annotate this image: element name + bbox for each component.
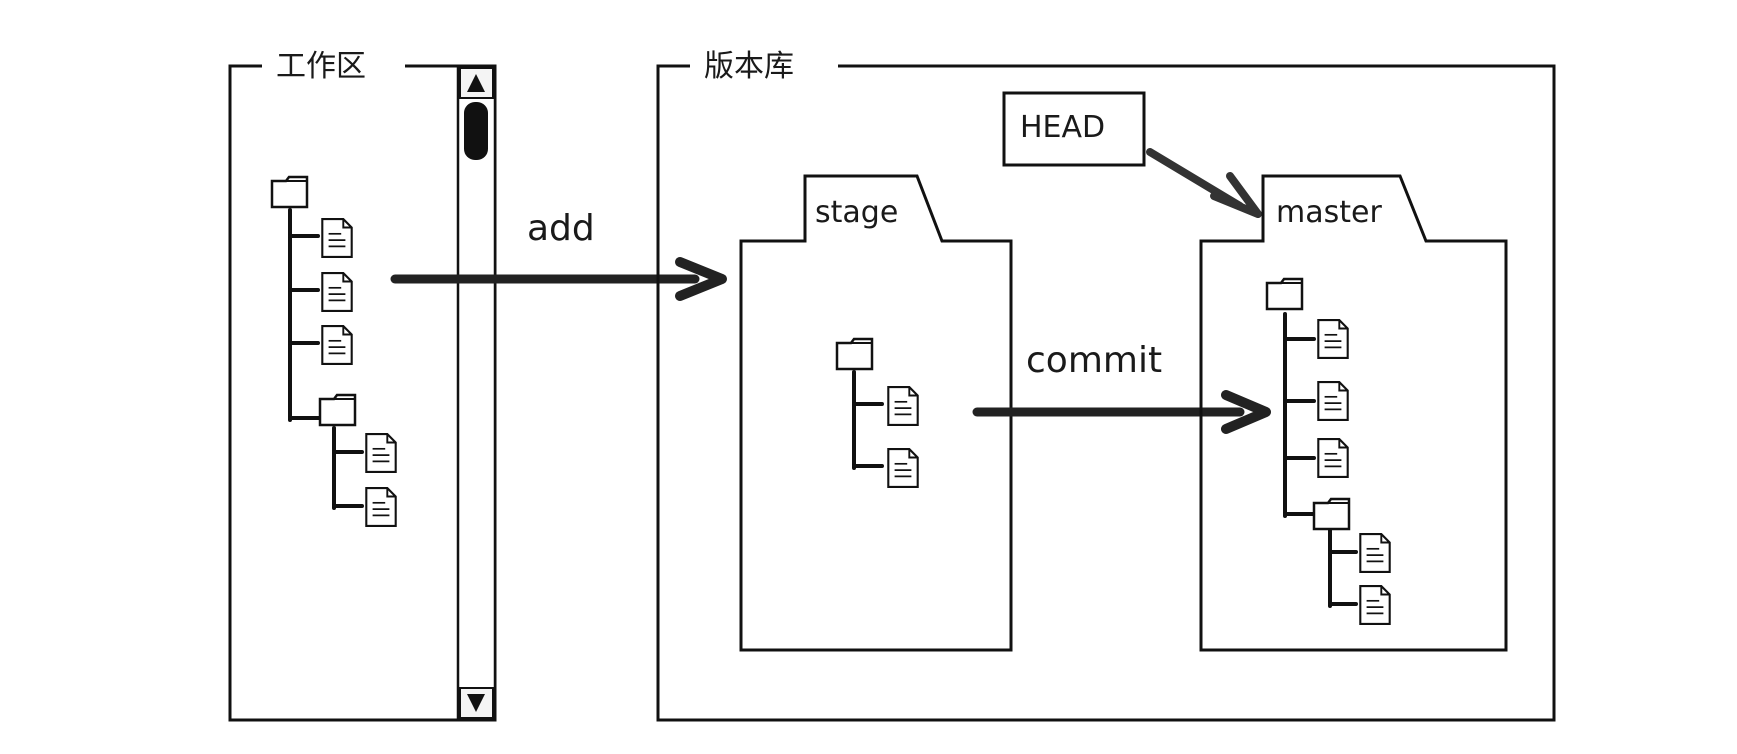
workspace-title: 工作区 (276, 49, 366, 84)
file-icon (1317, 381, 1349, 421)
file-icon (321, 218, 353, 258)
add-label: add (527, 208, 595, 249)
head-label: HEAD (1020, 110, 1105, 145)
scroll-up-arrow-icon[interactable] (467, 74, 485, 92)
folder-icon (835, 337, 874, 371)
master-file-tree (1265, 277, 1391, 625)
folder-icon (318, 393, 357, 427)
scroll-down-arrow-icon[interactable] (467, 694, 485, 712)
master-label: master (1276, 195, 1382, 230)
folder-icon (270, 175, 309, 209)
file-icon (321, 325, 353, 365)
file-icon (1317, 319, 1349, 359)
file-icon (321, 272, 353, 312)
scrollbar-thumb[interactable] (464, 102, 488, 160)
head-pointer: HEAD (1002, 91, 1262, 218)
add-arrow: add (390, 208, 727, 301)
folder-icon (1312, 497, 1351, 531)
repository-title: 版本库 (704, 49, 794, 84)
stage-area: stage (739, 174, 1013, 652)
commit-label: commit (1026, 340, 1162, 381)
workspace-file-tree (270, 175, 397, 527)
file-icon (1359, 585, 1391, 625)
workspace-scrollbar[interactable] (456, 64, 497, 722)
folder-icon (1265, 277, 1304, 311)
workspace-panel: 工作区 (228, 49, 497, 722)
stage-label: stage (815, 195, 898, 230)
file-icon (1359, 533, 1391, 573)
stage-file-tree (835, 337, 919, 488)
repository-panel: 版本库 stage commit HEAD (656, 49, 1556, 722)
file-icon (365, 487, 397, 527)
file-icon (1317, 438, 1349, 478)
commit-arrow: commit (972, 340, 1271, 434)
file-icon (365, 433, 397, 473)
file-icon (887, 448, 919, 488)
file-icon (887, 386, 919, 426)
master-branch: master (1199, 174, 1508, 652)
